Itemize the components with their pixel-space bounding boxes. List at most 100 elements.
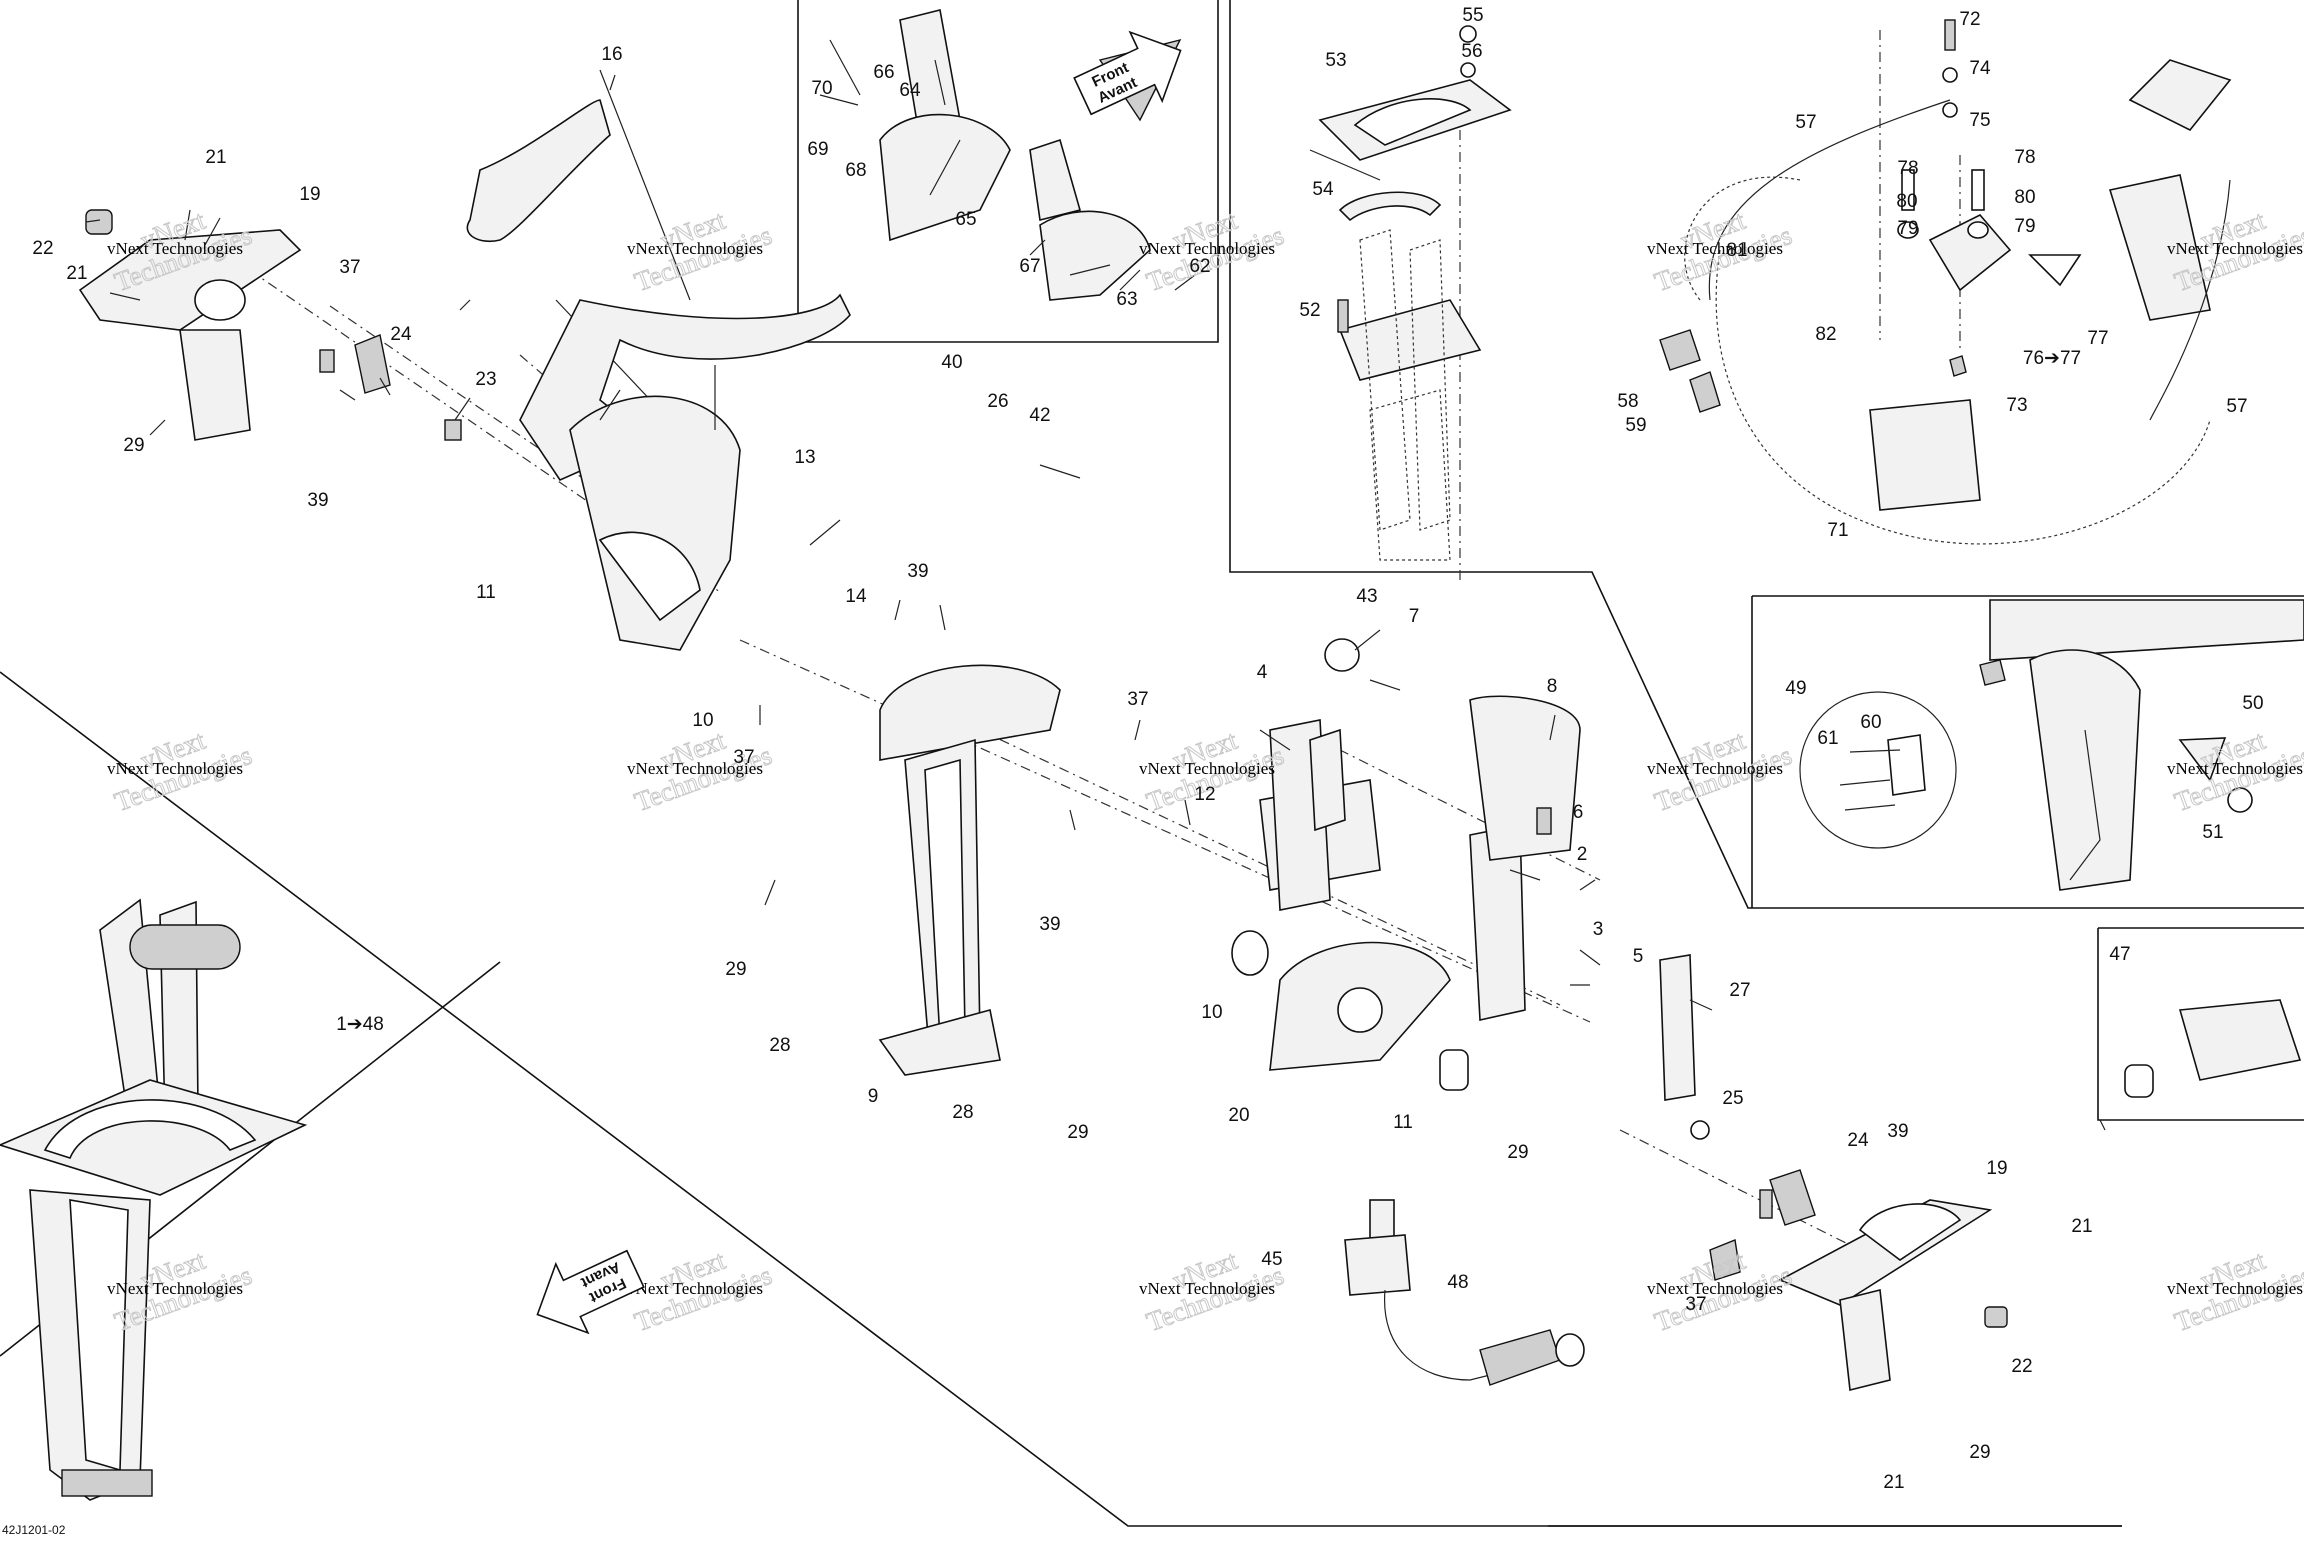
callout-label: 22 <box>32 238 53 259</box>
watermark-text: vNext Technologies <box>107 759 243 778</box>
interlock-assembly-left <box>78 209 462 441</box>
callout-label: 10 <box>1201 1002 1222 1023</box>
callout-label: 54 <box>1312 179 1334 200</box>
callout-label: 76➔77 <box>2023 348 2081 369</box>
callout-label: 21 <box>66 263 87 284</box>
callout-label: 42 <box>1029 405 1050 426</box>
callout-label: 19 <box>299 184 320 205</box>
callout-label: 59 <box>1625 415 1646 436</box>
callout-label: 66 <box>873 62 894 83</box>
callout-label: 13 <box>794 447 815 468</box>
watermark-text: vNext Technologies <box>1647 759 1783 778</box>
callout-label: 80 <box>1896 191 1917 212</box>
callout-label: 24 <box>1847 1130 1869 1151</box>
callout-label: 24 <box>390 324 412 345</box>
callout-label: 55 <box>1462 5 1483 26</box>
callout-label: 21 <box>2071 1216 2092 1237</box>
callout-label: 48 <box>1447 1272 1468 1293</box>
control-assembly-main <box>0 898 308 1501</box>
callout-label: 27 <box>1729 980 1750 1001</box>
watermark-text: vNext Technologies <box>2167 759 2303 778</box>
callout-label: 69 <box>807 139 828 160</box>
callout-label: 70 <box>811 78 832 99</box>
callout-label: 72 <box>1959 9 1980 30</box>
callout-label: 37 <box>339 257 360 278</box>
callout-label: 49 <box>1785 678 1806 699</box>
callout-label: 78 <box>2014 147 2035 168</box>
watermark-text: vNext Technologies <box>1139 239 1275 258</box>
watermark-text: vNext Technologies <box>2167 239 2303 258</box>
callout-label: 10 <box>692 710 713 731</box>
callout-label: 28 <box>769 1035 790 1056</box>
callout-label: 4 <box>1257 662 1268 683</box>
callout-label: 57 <box>2226 396 2247 417</box>
callout-label: 63 <box>1116 289 1137 310</box>
callout-label: 73 <box>2006 395 2027 416</box>
callout-label: 14 <box>845 586 867 607</box>
leader-lines <box>85 39 2106 1131</box>
callout-label: 37 <box>1685 1294 1706 1315</box>
callout-label: 62 <box>1189 256 1210 277</box>
callout-label: 1➔48 <box>336 1014 384 1035</box>
callout-label: 5 <box>1633 946 1644 967</box>
callout-label: 21 <box>205 147 226 168</box>
callout-label: 77 <box>2087 328 2108 349</box>
watermark-text: vNext Technologies <box>627 239 763 258</box>
lever-13-16 <box>466 99 851 651</box>
callout-label: 28 <box>952 1102 973 1123</box>
callout-label: 22 <box>2011 1356 2032 1377</box>
watermark-text: vNext Technologies <box>627 759 763 778</box>
callout-label: 3 <box>1593 919 1604 940</box>
callout-label: 29 <box>1507 1142 1528 1163</box>
watermark-text: vNext Technologies <box>1647 1279 1783 1298</box>
callout-label: 25 <box>1722 1088 1743 1109</box>
front-arrow-icon <box>1073 30 1182 116</box>
callout-label: 40 <box>941 352 962 373</box>
detail-box-connector <box>2124 999 2302 1098</box>
callout-label: 2 <box>1577 844 1588 865</box>
callout-label: 6 <box>1573 802 1584 823</box>
callout-label: 43 <box>1356 586 1377 607</box>
callout-label: 45 <box>1261 1249 1282 1270</box>
interlock-assembly-right <box>1690 1120 2008 1391</box>
callout-label: 39 <box>307 490 328 511</box>
callout-label: 79 <box>2014 216 2035 237</box>
callout-label: 58 <box>1617 391 1638 412</box>
callout-label: 57 <box>1795 112 1816 133</box>
callout-label: 78 <box>1897 158 1918 179</box>
callout-label: 23 <box>475 369 496 390</box>
callout-label: 29 <box>1067 1122 1088 1143</box>
drawing-code: 42J1201-02 <box>2 1523 66 1536</box>
callout-label: 26 <box>987 391 1008 412</box>
watermark-text: vNext Technologies <box>1139 1279 1275 1298</box>
callout-label: 9 <box>868 1086 879 1107</box>
callout-label: 11 <box>1393 1112 1413 1133</box>
callout-label: 39 <box>1039 914 1060 935</box>
watermark-text: vNext Technologies <box>107 239 243 258</box>
part-label-layer: 1➔48234567891010111112131416191920212121… <box>32 5 2263 1493</box>
callout-label: 11 <box>476 582 496 603</box>
callout-label: 8 <box>1547 676 1558 697</box>
callout-label: 56 <box>1461 41 1482 62</box>
center-bracket-9 <box>878 664 1061 1076</box>
callout-label: 29 <box>1969 1442 1990 1463</box>
watermark-text: vNext Technologies <box>107 1279 243 1298</box>
callout-label: 68 <box>845 160 866 181</box>
callout-label: 52 <box>1299 300 1320 321</box>
callout-label: 29 <box>123 435 144 456</box>
center-lever-20 <box>1231 638 1696 1101</box>
callout-label: 29 <box>725 959 746 980</box>
watermark-text: vNext Technologies <box>2167 1279 2303 1298</box>
callout-label: 71 <box>1827 520 1848 541</box>
